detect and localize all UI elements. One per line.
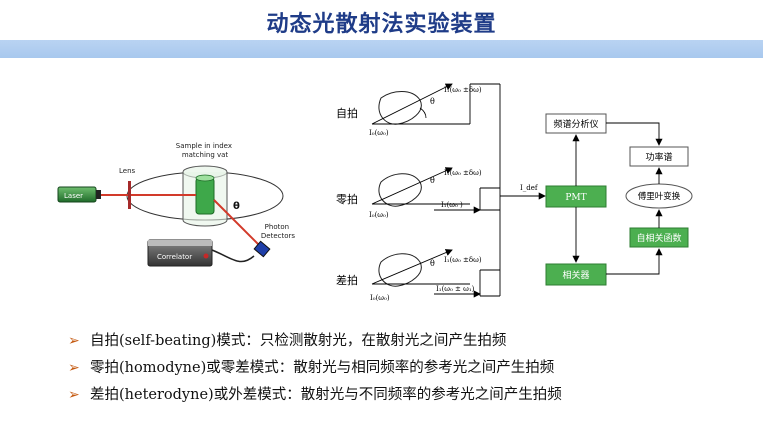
pmt-label: PMT — [565, 193, 586, 203]
photon-detector — [253, 240, 271, 258]
lens — [128, 181, 131, 209]
title-bar — [0, 40, 763, 58]
local-shift-3: I₁(ω₀ ± ω₁) — [436, 285, 475, 293]
scatter-blob-3 — [378, 253, 422, 287]
autocorr-label: 自相关函数 — [636, 232, 681, 244]
sample-label: Sample in index matching vat — [176, 142, 234, 159]
bullet-arrow-icon: ➢ — [68, 360, 80, 376]
theta-1: θ — [430, 97, 435, 106]
theta-3: θ — [430, 259, 435, 268]
bullet-heterodyne: ➢差拍(heterodyne)或外差模式：散射光与不同频率的参考光之间产生拍频 — [68, 382, 562, 409]
correlator-flow-box — [545, 263, 607, 286]
correlator-flow-label: 相关器 — [562, 269, 589, 281]
theta-2: θ — [430, 176, 435, 185]
ref-3: I₀(ω₀) — [370, 294, 390, 302]
spectrum-analyzer-label: 频谱分析仪 — [553, 118, 598, 130]
mode-hetero-label: 差拍 — [336, 273, 358, 287]
detection-modes: 自拍 θ I₁(ω₀ ±δω) I₀(ω₀) 零拍 θ I₁(ω₀ ±δω) I… — [336, 83, 546, 302]
signal-flow: 频谱分析仪 PMT 相关器 功率谱 傅里叶变换 自相关函数 — [545, 113, 693, 286]
bullet-arrow-icon: ➢ — [68, 333, 80, 349]
spectrum-analyzer-box — [545, 113, 607, 134]
correlator-label: Correlator — [157, 253, 192, 261]
lens-label: Lens — [119, 167, 136, 175]
dls-setup: Laser Lens θ Sample in index matching va… — [57, 142, 296, 267]
mode-bullet-list: ➢自拍(self-beating)模式：只检测散射光，在散射光之间产生拍频 ➢零… — [68, 328, 562, 409]
mode-homo-label: 零拍 — [336, 192, 358, 206]
i-def-label: I_def — [520, 184, 539, 192]
scatter-3: I₁(ω₀ ±δω) — [444, 256, 482, 264]
scatter-blob-2 — [378, 173, 422, 207]
power-spectrum-label: 功率谱 — [645, 151, 672, 163]
bullet-self-beating: ➢自拍(self-beating)模式：只检测散射光，在散射光之间产生拍频 — [68, 328, 562, 355]
scatter-blob-1 — [378, 91, 422, 125]
detector-cable — [211, 249, 255, 263]
bullet-arrow-icon: ➢ — [68, 387, 80, 403]
scatter-1: I₁(ω₀ ±δω) — [444, 86, 482, 94]
power-spectrum-box — [629, 146, 689, 167]
fourier-label: 傅里叶变换 — [638, 191, 681, 202]
ref-1: I₀(ω₀) — [369, 129, 389, 137]
laser-label: Laser — [64, 192, 83, 200]
sample-cell — [195, 177, 215, 215]
dls-diagram: Laser Lens θ Sample in index matching va… — [57, 83, 693, 302]
mode-self-label: 自拍 — [336, 106, 358, 120]
scattered-beam — [213, 199, 263, 249]
page-title: 动态光散射法实验装置 — [266, 12, 497, 37]
scatter-2: I₁(ω₀ ±δω) — [444, 169, 482, 177]
theta-label: θ — [233, 201, 240, 212]
local-osc-2: I₁(ω₀ ) — [441, 201, 463, 209]
ref-2: I₀(ω₀) — [369, 211, 389, 219]
bullet-homodyne: ➢零拍(homodyne)或零差模式：散射光与相同频率的参考光之间产生拍频 — [68, 355, 562, 382]
detector-label: Photon Detectors — [261, 223, 296, 240]
